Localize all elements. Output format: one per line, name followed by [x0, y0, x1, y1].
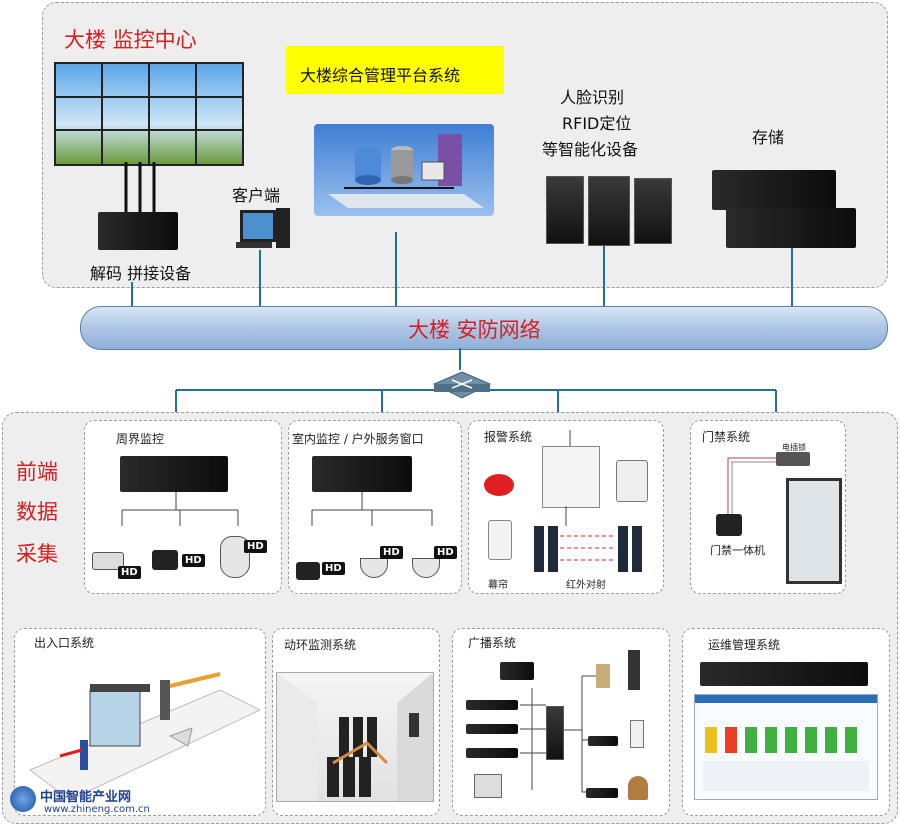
speaker-4	[628, 776, 648, 800]
storage-unit-1	[712, 170, 836, 210]
mixer-device	[500, 662, 534, 680]
speaker-3	[630, 720, 644, 748]
broadcast-pc	[474, 774, 502, 798]
parking-illustration	[29, 672, 262, 801]
smart-server-3	[634, 178, 672, 244]
perimeter-links	[121, 492, 239, 526]
speaker-amp-2	[586, 788, 618, 798]
amplifier-1	[466, 700, 518, 710]
platform-title: 大楼综合管理平台系统	[300, 66, 461, 85]
env-title: 动环监测系统	[284, 638, 357, 652]
box-camera-icon	[152, 550, 178, 570]
infrared-label: 红外对射	[566, 580, 606, 591]
server-room-image	[276, 672, 434, 802]
platform-image	[314, 124, 494, 216]
alarm-keypad	[616, 460, 648, 502]
front-side-label-3: 采集	[16, 542, 58, 566]
ops-title: 运维管理系统	[708, 638, 781, 652]
perimeter-nvr	[120, 456, 228, 492]
door-icon	[786, 478, 842, 584]
monitoring-center-title: 大楼 监控中心	[64, 28, 197, 52]
hd-badge: HD	[434, 546, 457, 559]
platform-title-box	[286, 46, 504, 94]
storage-unit-2	[726, 208, 856, 248]
ops-server	[700, 662, 868, 686]
hd-badge: HD	[182, 554, 205, 567]
curtain-label: 幕帘	[488, 580, 508, 591]
ops-dashboard	[694, 694, 878, 800]
watermark-url: www.zhineng.com.cn	[44, 804, 150, 815]
indoor-links	[311, 492, 433, 526]
speaker-amp	[588, 736, 618, 746]
speaker-1	[596, 664, 610, 688]
watermark-globe-icon	[10, 786, 36, 812]
siren-icon	[484, 474, 514, 496]
bullet-camera-icon	[92, 552, 124, 570]
lock-label: 电插锁	[782, 443, 806, 452]
card-reader	[716, 514, 742, 536]
perimeter-title: 周界监控	[116, 432, 165, 446]
network-switch-icon	[432, 371, 492, 399]
front-side-label-2: 数据	[16, 500, 58, 524]
amplifier-3	[466, 748, 518, 758]
speaker-2	[628, 650, 640, 690]
indoor-title: 室内监控 / 户外服务窗口	[292, 432, 424, 446]
client-tower	[276, 208, 290, 248]
broadcast-title: 广播系统	[468, 636, 517, 650]
hd-badge: HD	[380, 546, 403, 559]
smart-device-line-1: 人脸识别	[560, 88, 625, 107]
client-keyboard	[236, 242, 272, 248]
hd-badge: HD	[118, 566, 141, 579]
smart-device-line-3: 等智能化设备	[542, 140, 639, 159]
decoder-device	[98, 212, 178, 250]
storage-label: 存储	[752, 128, 785, 147]
hd-badge: HD	[322, 562, 345, 575]
network-pipe	[80, 306, 888, 350]
video-wall	[54, 62, 244, 166]
access-title: 门禁系统	[702, 430, 751, 444]
broadcast-links	[520, 675, 596, 793]
network-label: 大楼 安防网络	[408, 318, 541, 342]
electric-lock	[776, 452, 810, 466]
indoor-nvr	[312, 456, 412, 492]
smart-device-line-2: RFID定位	[562, 114, 632, 133]
broadcast-rack	[546, 706, 564, 760]
alarm-host	[542, 446, 600, 508]
reader-label: 门禁一体机	[710, 544, 765, 557]
smart-server-2	[588, 176, 630, 246]
smart-server-1	[546, 176, 584, 244]
watermark-name: 中国智能产业网	[40, 790, 132, 805]
front-side-label-1: 前端	[16, 460, 58, 484]
curtain-detector	[488, 520, 512, 560]
hd-badge: HD	[244, 540, 267, 553]
access-wiring	[727, 457, 776, 514]
infrared-beams	[534, 430, 642, 572]
client-label: 客户端	[232, 186, 281, 205]
amplifier-2	[466, 724, 518, 734]
box-camera-icon	[296, 562, 320, 580]
decoder-label: 解码 拼接设备	[90, 264, 192, 283]
client-monitor	[240, 210, 276, 242]
parking-title: 出入口系统	[34, 636, 95, 650]
alarm-title: 报警系统	[484, 430, 533, 444]
